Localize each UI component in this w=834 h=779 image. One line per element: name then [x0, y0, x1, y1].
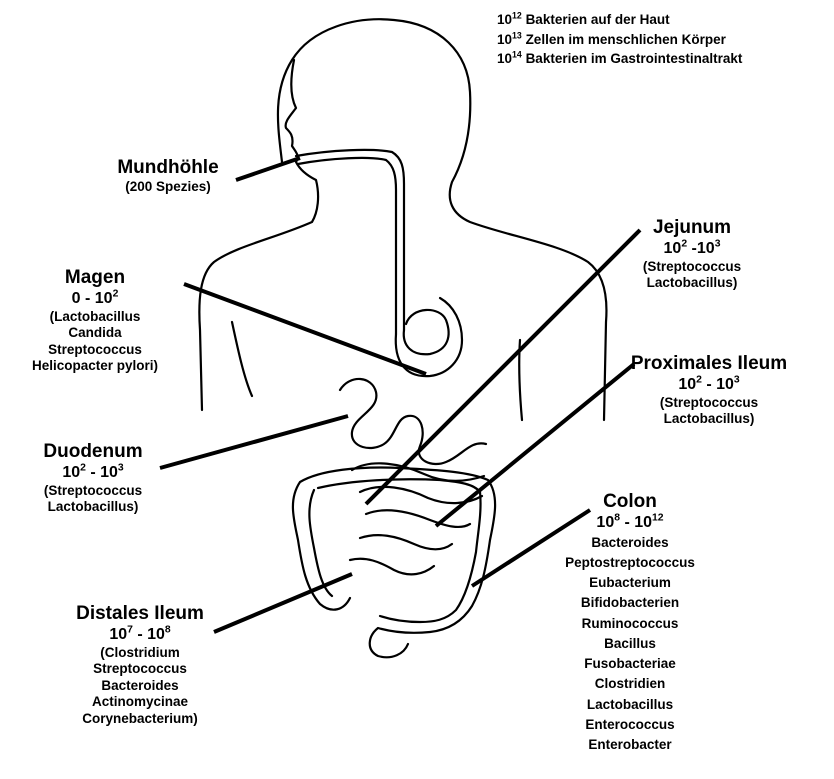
stat-gut: 1014 Bakterien im Gastrointestinaltrakt [497, 49, 742, 69]
duodenum-count: 102 - 103 [14, 463, 172, 483]
left-arm-line [232, 322, 252, 396]
duodenum-title: Duodenum [14, 440, 172, 463]
jejunum-title: Jejunum [612, 216, 772, 239]
body-outline [278, 19, 607, 420]
stat-skin: 1012 Bakterien auf der Haut [497, 10, 742, 30]
colon-count: 108 - 1012 [540, 513, 720, 533]
pointer-duodenum [160, 416, 348, 468]
distal-count: 107 - 108 [20, 625, 260, 645]
stat-cells: 1013 Zellen im menschlichen Körper [497, 30, 742, 50]
pointer-magen [184, 284, 426, 374]
distal-title: Distales Ileum [20, 602, 260, 625]
mundhoehle-title: Mundhöhle [98, 156, 238, 179]
jejunum-count: 102 -103 [612, 239, 772, 259]
magen-count: 0 - 102 [0, 289, 190, 309]
label-mundhoehle: Mundhöhle (200 Spezies) [98, 156, 238, 196]
mundhoehle-species: (200 Spezies) [98, 179, 238, 195]
esophagus-inner [298, 158, 396, 334]
colon-inner [309, 479, 480, 622]
pointer-mundhoehle [236, 158, 300, 180]
label-proximal-ileum: Proximales Ileum 102 - 103 (Streptococcu… [616, 352, 802, 428]
bacteria-stats: 1012 Bakterien auf der Haut 1013 Zellen … [497, 10, 742, 69]
colon [293, 468, 495, 658]
proximal-count: 102 - 103 [616, 375, 802, 395]
face-outline [199, 60, 318, 410]
magen-title: Magen [0, 266, 190, 289]
proximal-title: Proximales Ileum [616, 352, 802, 375]
colon-title: Colon [540, 490, 720, 513]
